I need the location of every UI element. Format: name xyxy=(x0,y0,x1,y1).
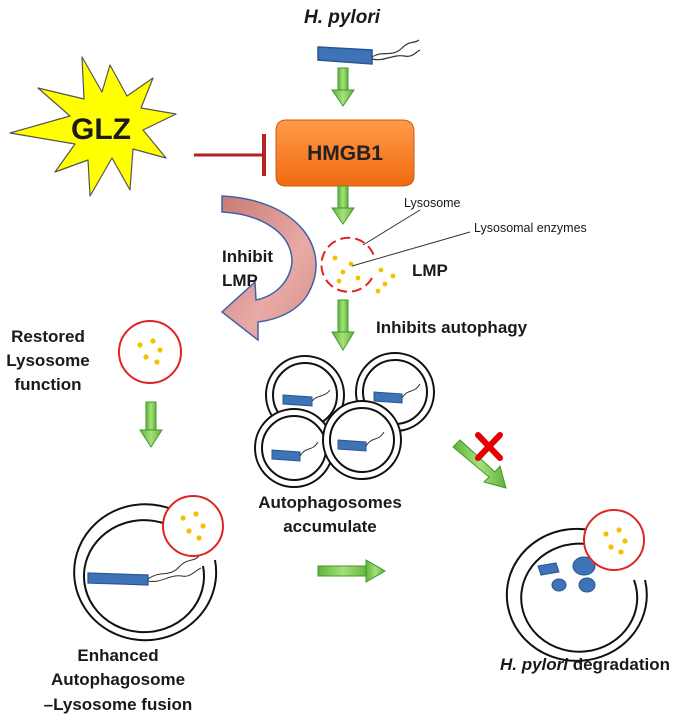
lmp-label: LMP xyxy=(412,261,448,280)
arrow-hpylori-to-hmgb1 xyxy=(331,67,355,107)
restored-label-1: Restored xyxy=(11,327,85,346)
lysosomal-enzymes-label: Lysosomal enzymes xyxy=(474,221,587,235)
block-x-icon xyxy=(475,432,503,461)
autophagosomes-label-1: Autophagosomes xyxy=(258,493,402,512)
enhanced-label-2: Autophagosome xyxy=(51,670,185,689)
hpylori-bacterium-top xyxy=(317,39,421,65)
arrow-fusion-to-degradation xyxy=(317,559,386,583)
inhibit-lmp-label-2: LMP xyxy=(222,271,258,290)
inhibit-lmp-label-1: Inhibit xyxy=(222,247,273,266)
hpylori-top-label: H. pylori xyxy=(304,7,381,28)
autophagosome-3 xyxy=(254,408,334,488)
autophagosomes-label-2: accumulate xyxy=(283,517,377,536)
damaged-lysosome xyxy=(320,236,396,294)
inhibits-autophagy-label: Inhibits autophagy xyxy=(376,318,528,337)
enzymes-pointer-line xyxy=(351,231,471,267)
lysosome-label: Lysosome xyxy=(404,196,461,210)
glz-star: GLZ xyxy=(9,56,177,197)
degradation-label-italic: H. pylori xyxy=(500,655,569,674)
hmgb1-box: HMGB1 xyxy=(275,119,415,187)
blocked-degradation-arrow xyxy=(452,439,507,489)
lysosome-pointer-line xyxy=(362,209,421,246)
degradation-label: H. pylori degradation xyxy=(500,655,670,674)
autophagosome-cluster xyxy=(254,352,435,488)
inhibit-lmp-curved-arrow xyxy=(220,195,317,342)
degradation-autolysosome xyxy=(505,509,648,662)
restored-label-2: Lysosome xyxy=(6,351,89,370)
arrow-hmgb1-to-lysosome xyxy=(331,185,355,225)
hmgb1-label: HMGB1 xyxy=(307,142,383,165)
glz-label: GLZ xyxy=(71,113,131,146)
degradation-label-rest: degradation xyxy=(568,655,670,674)
arrow-restored-to-fusion xyxy=(139,401,163,448)
restored-lysosome xyxy=(118,320,182,384)
restored-label-3: function xyxy=(14,375,81,394)
arrow-lysosome-to-autophagosomes xyxy=(331,299,355,351)
enhanced-label-3: –Lysosome fusion xyxy=(44,695,193,714)
autophagosome-4 xyxy=(322,400,402,480)
enhanced-label-1: Enhanced xyxy=(77,646,158,665)
glz-inhibits-hmgb1 xyxy=(194,134,266,176)
fusion-autophagosome xyxy=(73,495,224,642)
